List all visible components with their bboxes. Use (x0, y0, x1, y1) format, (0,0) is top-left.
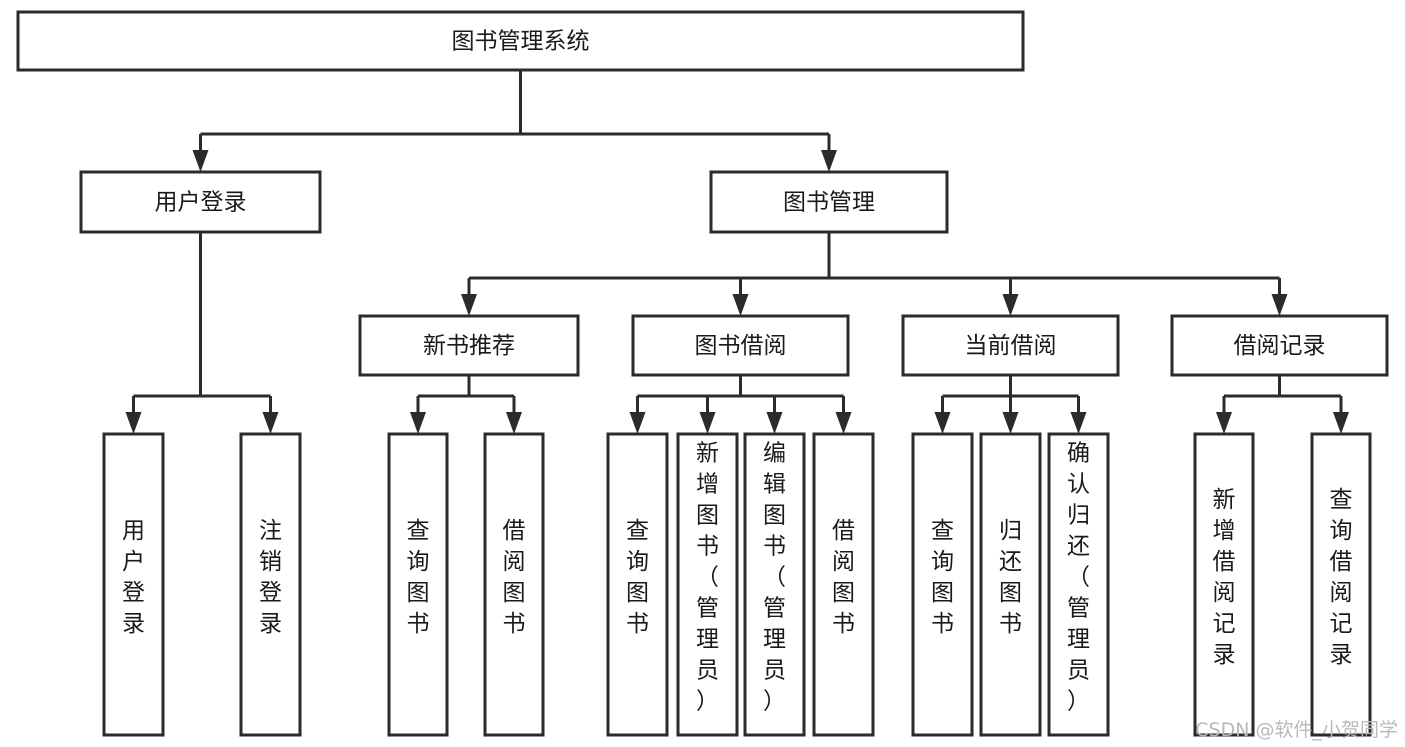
node-book-borrow[interactable]: 图书借阅 (631, 314, 850, 377)
node-label-current-borrow: 当前借阅 (965, 333, 1057, 359)
node-borrow-query-book[interactable]: 查询图书 (606, 432, 669, 737)
node-book-management[interactable]: 图书管理 (709, 170, 949, 234)
node-root[interactable]: 图书管理系统 (16, 10, 1025, 72)
node-layer: 图书管理系统用户登录用户登录注销登录图书管理新书推荐查询图书借阅图书图书借阅查询… (16, 10, 1389, 737)
node-box-book-borrow[interactable] (631, 314, 850, 377)
node-label-record-add: 新增借阅记录 (1213, 487, 1236, 668)
node-box-recommend-borrow-book[interactable] (483, 432, 545, 737)
node-box-user-login[interactable] (79, 170, 322, 234)
node-box-current-return-book[interactable] (979, 432, 1042, 737)
node-user-login[interactable]: 用户登录 (79, 170, 322, 234)
node-box-current-query-book[interactable] (911, 432, 974, 737)
node-label-user-logout-action: 注销登录 (259, 518, 282, 637)
node-box-recommend-query-book[interactable] (387, 432, 449, 737)
node-box-user-login-action[interactable] (102, 432, 165, 737)
node-current-confirm-return[interactable]: 确认归还（管理员） (1047, 432, 1110, 737)
node-label-root: 图书管理系统 (452, 29, 590, 55)
node-box-root[interactable] (16, 10, 1025, 72)
node-label-book-management: 图书管理 (783, 190, 875, 216)
node-label-current-confirm-return: 确认归还（管理员） (1067, 441, 1090, 715)
node-box-current-borrow[interactable] (901, 314, 1120, 377)
node-label-recommend-borrow-book: 借阅图书 (503, 518, 526, 637)
node-label-borrow-edit-book: 编辑图书（管理员） (763, 441, 786, 715)
node-user-logout-action[interactable]: 注销登录 (239, 432, 302, 737)
node-borrow-borrow-book[interactable]: 借阅图书 (812, 432, 875, 737)
connector-layer (125, 70, 1349, 434)
node-recommend-borrow-book[interactable]: 借阅图书 (483, 432, 545, 737)
node-label-borrow-borrow-book: 借阅图书 (832, 518, 855, 637)
node-label-user-login-action: 用户登录 (122, 518, 145, 637)
node-label-record-query: 查询借阅记录 (1330, 487, 1353, 668)
node-current-borrow[interactable]: 当前借阅 (901, 314, 1120, 377)
node-label-borrow-add-book: 新增图书（管理员） (696, 441, 719, 715)
node-label-recommend-query-book: 查询图书 (407, 518, 430, 637)
node-label-user-login: 用户登录 (155, 190, 247, 216)
node-label-new-book-recommend: 新书推荐 (423, 333, 515, 359)
node-recommend-query-book[interactable]: 查询图书 (387, 432, 449, 737)
node-borrow-record[interactable]: 借阅记录 (1170, 314, 1389, 377)
node-label-current-query-book: 查询图书 (931, 518, 954, 637)
node-label-borrow-record: 借阅记录 (1234, 333, 1326, 359)
node-new-book-recommend[interactable]: 新书推荐 (358, 314, 580, 377)
node-current-query-book[interactable]: 查询图书 (911, 432, 974, 737)
node-record-add[interactable]: 新增借阅记录 (1193, 432, 1255, 737)
csdn-watermark: CSDN @软件_小贺同学 (1195, 719, 1398, 741)
node-record-query[interactable]: 查询借阅记录 (1310, 432, 1372, 737)
node-label-current-return-book: 归还图书 (999, 518, 1022, 637)
node-box-current-confirm-return[interactable] (1047, 432, 1110, 737)
node-box-borrow-edit-book[interactable] (743, 432, 806, 737)
node-box-new-book-recommend[interactable] (358, 314, 580, 377)
node-box-book-management[interactable] (709, 170, 949, 234)
node-box-borrow-add-book[interactable] (676, 432, 739, 737)
node-box-borrow-borrow-book[interactable] (812, 432, 875, 737)
node-user-login-action[interactable]: 用户登录 (102, 432, 165, 737)
node-current-return-book[interactable]: 归还图书 (979, 432, 1042, 737)
node-box-borrow-query-book[interactable] (606, 432, 669, 737)
node-borrow-edit-book[interactable]: 编辑图书（管理员） (743, 432, 806, 737)
node-box-record-query[interactable] (1310, 432, 1372, 737)
node-label-borrow-query-book: 查询图书 (626, 518, 649, 637)
node-label-book-borrow: 图书借阅 (695, 333, 787, 359)
node-borrow-add-book[interactable]: 新增图书（管理员） (676, 432, 739, 737)
node-box-borrow-record[interactable] (1170, 314, 1389, 377)
node-box-user-logout-action[interactable] (239, 432, 302, 737)
node-box-record-add[interactable] (1193, 432, 1255, 737)
